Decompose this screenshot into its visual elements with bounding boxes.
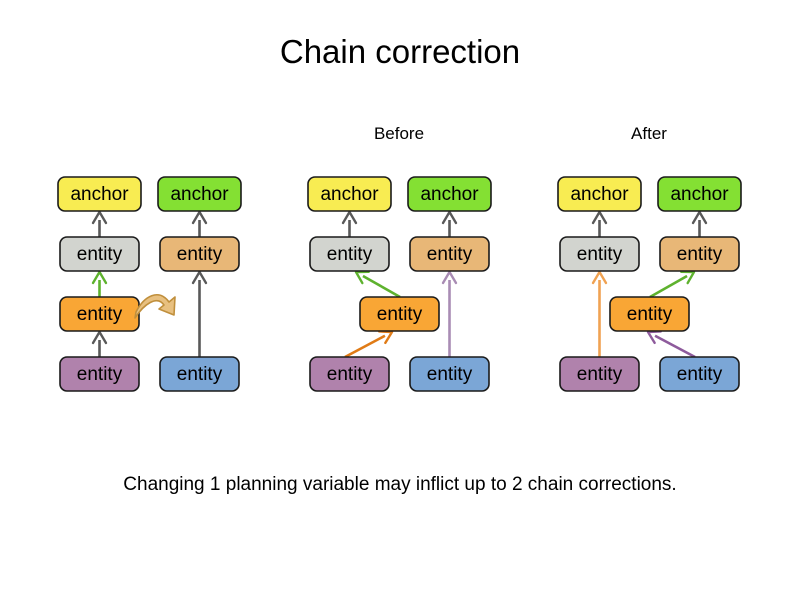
entity-orange-label: entity	[627, 304, 673, 325]
arrow-purple-to-orange	[344, 330, 394, 359]
arrow-orange-to-grey	[91, 270, 108, 297]
entity-grey-box[interactable]	[559, 236, 640, 272]
anchor-green-box[interactable]	[157, 176, 242, 212]
arrow-purple-to-grey	[591, 270, 608, 357]
entity-grey-label: entity	[327, 244, 373, 265]
arrow-blue-to-tan	[191, 270, 208, 357]
entity-blue-label: entity	[177, 364, 223, 385]
panel-label-before: Before	[374, 124, 424, 143]
entity-purple[interactable]: entity	[309, 356, 390, 392]
entity-orange-label: entity	[377, 304, 423, 325]
entity-purple-label: entity	[577, 364, 623, 385]
entity-tan-label: entity	[427, 244, 473, 265]
anchor-yellow-box[interactable]	[307, 176, 392, 212]
anchor-green[interactable]: anchor	[407, 176, 492, 212]
entity-tan-box[interactable]	[659, 236, 740, 272]
arrow-orange-to-tan	[649, 270, 696, 299]
entity-grey[interactable]: entity	[559, 236, 640, 272]
entity-blue-box[interactable]	[409, 356, 490, 392]
anchor-green-label: anchor	[420, 184, 479, 205]
anchor-green-label: anchor	[670, 184, 729, 205]
anchor-yellow-label: anchor	[570, 184, 629, 205]
entity-tan-box[interactable]	[409, 236, 490, 272]
arrow-tan-to-green-anchor	[441, 210, 458, 237]
entity-tan-label: entity	[177, 244, 223, 265]
anchor-green-box[interactable]	[407, 176, 492, 212]
anchor-yellow-box[interactable]	[557, 176, 642, 212]
entity-blue-label: entity	[427, 364, 473, 385]
entity-orange-box[interactable]	[59, 296, 140, 332]
anchor-yellow-label: anchor	[70, 184, 129, 205]
initial-chain-panel: anchor anchor entity entity entity entity enti…	[57, 176, 242, 392]
entity-tan-box[interactable]	[159, 236, 240, 272]
anchor-yellow[interactable]: anchor	[307, 176, 392, 212]
arrow-grey-to-yellow-anchor	[591, 210, 608, 237]
arrow-tan-to-green-anchor	[191, 210, 208, 237]
panels-group: anchor anchor entity entity entity entity enti…	[57, 176, 742, 392]
anchor-yellow-label: anchor	[320, 184, 379, 205]
entity-grey[interactable]: entity	[59, 236, 140, 272]
entity-blue[interactable]: entity	[659, 356, 740, 392]
arrow-blue-to-orange	[646, 330, 696, 359]
entity-blue-label: entity	[677, 364, 723, 385]
page-title: Chain correction	[280, 33, 520, 70]
entity-grey-label: entity	[577, 244, 623, 265]
entity-orange[interactable]: entity	[609, 296, 690, 332]
arrow-blue-to-tan	[441, 270, 458, 357]
entity-tan-label: entity	[677, 244, 723, 265]
entity-orange-box[interactable]	[609, 296, 690, 332]
entity-orange-label: entity	[77, 304, 123, 325]
anchor-green-label: anchor	[170, 184, 229, 205]
entity-grey-label: entity	[77, 244, 123, 265]
anchor-yellow[interactable]: anchor	[557, 176, 642, 212]
entity-orange[interactable]: entity	[359, 296, 440, 332]
entity-grey-box[interactable]	[59, 236, 140, 272]
entity-purple-box[interactable]	[59, 356, 140, 392]
entity-purple-label: entity	[327, 364, 373, 385]
entity-purple-label: entity	[77, 364, 123, 385]
entity-tan[interactable]: entity	[159, 236, 240, 272]
entity-tan[interactable]: entity	[659, 236, 740, 272]
entity-blue-box[interactable]	[159, 356, 240, 392]
entity-blue[interactable]: entity	[159, 356, 240, 392]
arrow-grey-to-yellow-anchor	[91, 210, 108, 237]
anchor-yellow-box[interactable]	[57, 176, 142, 212]
before-chain-panel: anchor anchor entity entity entity entity enti…	[307, 176, 492, 392]
arrow-purple-to-orange	[91, 330, 108, 357]
after-chain-panel: anchor anchor entity entity entity entity enti…	[557, 176, 742, 392]
anchor-green-box[interactable]	[657, 176, 742, 212]
anchor-yellow[interactable]: anchor	[57, 176, 142, 212]
entity-purple[interactable]: entity	[59, 356, 140, 392]
panel-label-after: After	[631, 124, 667, 143]
entity-blue[interactable]: entity	[409, 356, 490, 392]
arrow-tan-to-green-anchor	[691, 210, 708, 237]
entity-grey-box[interactable]	[309, 236, 390, 272]
entity-purple-box[interactable]	[559, 356, 640, 392]
move-curved-arrow	[134, 294, 176, 319]
entity-blue-box[interactable]	[659, 356, 740, 392]
entity-orange[interactable]: entity	[59, 296, 140, 332]
arrow-grey-to-yellow-anchor	[341, 210, 358, 237]
anchor-green[interactable]: anchor	[157, 176, 242, 212]
arrow-orange-to-grey	[354, 270, 401, 299]
entity-orange-box[interactable]	[359, 296, 440, 332]
caption-text: Changing 1 planning variable may inflict…	[123, 474, 676, 495]
anchor-green[interactable]: anchor	[657, 176, 742, 212]
entity-tan[interactable]: entity	[409, 236, 490, 272]
entity-purple[interactable]: entity	[559, 356, 640, 392]
entity-grey[interactable]: entity	[309, 236, 390, 272]
entity-purple-box[interactable]	[309, 356, 390, 392]
